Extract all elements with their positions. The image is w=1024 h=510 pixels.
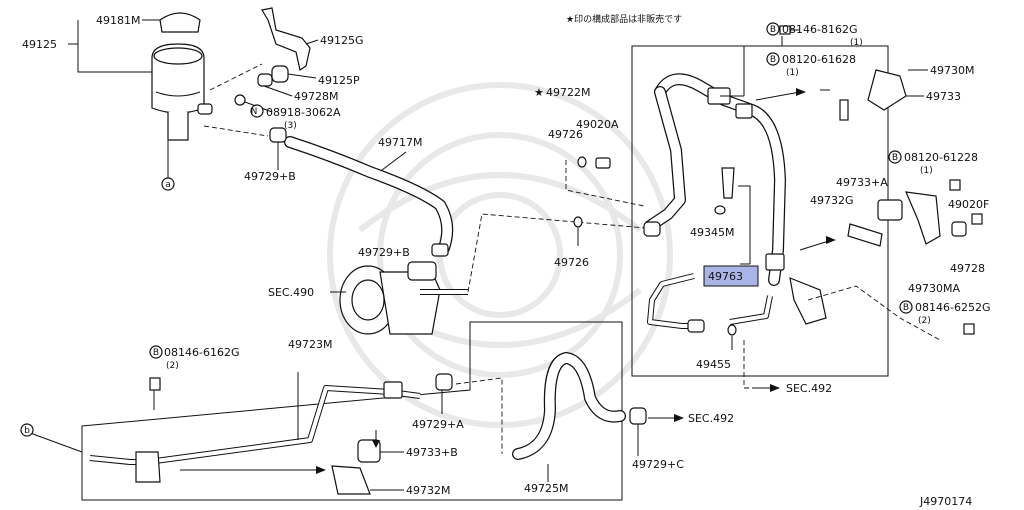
label-49125: 49125	[22, 38, 57, 51]
label-08120-61228-qty: (1)	[920, 166, 933, 176]
label-49732M: 49732M	[406, 484, 450, 497]
ref-b: b	[24, 426, 30, 436]
mark-B-1: B	[770, 25, 776, 35]
label-49729C: 49729+C	[632, 458, 684, 471]
label-49726-1: 49726	[548, 128, 583, 141]
label-sec492-2: SEC.492	[688, 412, 734, 425]
label-08146-8162G: 08146-8162G	[782, 23, 857, 36]
label-08146-6162G-qty: (2)	[166, 361, 179, 371]
highlight-49763	[703, 265, 759, 287]
diagram-id: J4970174	[919, 495, 972, 508]
label-49732G: 49732G	[810, 194, 854, 207]
mark-N: N	[251, 107, 258, 117]
label-08120-61628-qty: (1)	[786, 68, 799, 78]
label-49729B-2: 49729+B	[358, 246, 410, 259]
pressure-hose-49722M	[565, 25, 983, 392]
label-49763: 49763	[708, 270, 743, 283]
label-08146-6162G: 08146-6162G	[164, 346, 239, 359]
label-49125G: 49125G	[320, 34, 364, 47]
label-49345M: 49345M	[690, 226, 734, 239]
cooler-pipe-49723M	[20, 321, 623, 501]
label-08120-61228: 08120-61228	[904, 151, 978, 164]
label-sec490: SEC.490	[268, 286, 314, 299]
label-49730M: 49730M	[930, 64, 974, 77]
bracket-icon	[261, 7, 311, 71]
label-49730MA: 49730MA	[908, 282, 960, 295]
label-08146-8162G-qty: (1)	[850, 38, 863, 48]
return-hose-49725M	[455, 352, 684, 482]
mark-B-2: B	[770, 55, 776, 65]
mark-B-5: B	[153, 348, 159, 358]
label-49729A: 49729+A	[412, 418, 464, 431]
label-49728: 49728	[950, 262, 985, 275]
power-steering-pump	[330, 213, 647, 335]
label-08146-6252G: 08146-6252G	[915, 301, 990, 314]
label-49725M: 49725M	[524, 482, 568, 495]
label-49020A: 49020A	[576, 118, 619, 131]
star-mark: ★	[534, 86, 544, 99]
note-text: ★印の構成部品は非販売です	[566, 13, 682, 25]
reservoir-cap-icon	[159, 12, 201, 33]
mark-B-3: B	[892, 153, 898, 163]
label-49726-2: 49726	[554, 256, 589, 269]
label-49722M: 49722M	[546, 86, 590, 99]
label-49728M: 49728M	[294, 90, 338, 103]
suction-hose-49717M	[269, 127, 454, 257]
label-49729B-1: 49729+B	[244, 170, 296, 183]
label-08120-61628: 08120-61628	[782, 53, 856, 66]
label-49733B: 49733+B	[406, 446, 458, 459]
mark-B-4: B	[903, 303, 909, 313]
label-49733: 49733	[926, 90, 961, 103]
reservoir-group	[68, 7, 319, 191]
label-49181M: 49181M	[96, 14, 140, 27]
label-49717M: 49717M	[378, 136, 422, 149]
label-49733A: 49733+A	[836, 176, 888, 189]
ref-a: a	[165, 180, 171, 190]
label-08146-6252G-qty: (2)	[918, 316, 931, 326]
label-49020F: 49020F	[948, 198, 989, 211]
label-49455: 49455	[696, 358, 731, 371]
label-08918-qty: (3)	[284, 121, 297, 131]
label-08918-3062A: 08918-3062A	[266, 106, 341, 119]
label-sec492-1: SEC.492	[786, 382, 832, 395]
label-49723M: 49723M	[288, 338, 332, 351]
label-49125P: 49125P	[318, 74, 360, 87]
